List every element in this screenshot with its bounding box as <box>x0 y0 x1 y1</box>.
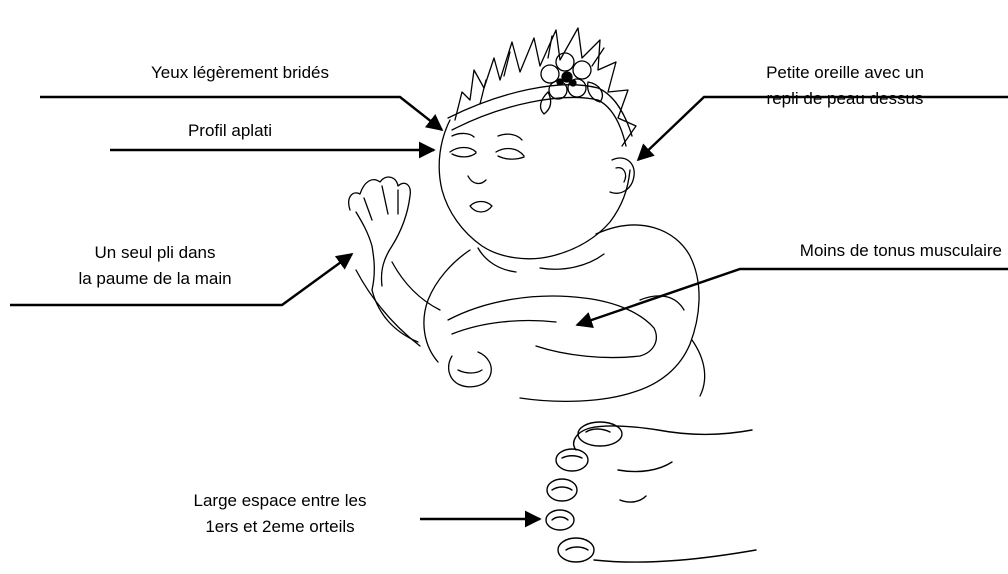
baby-ear <box>610 158 634 193</box>
label-palm: Un seul pli dans la paume de la main <box>40 240 270 292</box>
baby-face <box>439 120 630 259</box>
foot-figure <box>546 422 756 562</box>
label-toes-line1: Large espace entre les <box>160 488 400 514</box>
label-ear: Petite oreille avec un repli de peau des… <box>720 60 970 112</box>
baby-figure <box>349 28 705 401</box>
label-profile: Profil aplati <box>140 118 320 144</box>
baby-eye-right <box>496 149 524 156</box>
callouts <box>10 97 1008 519</box>
flower-bow <box>541 53 603 114</box>
baby-arm <box>448 296 656 357</box>
big-toe <box>578 422 622 446</box>
baby-headband <box>448 85 632 136</box>
label-toes: Large espace entre les 1ers et 2eme orte… <box>160 488 400 540</box>
baby-eye-left <box>450 148 476 153</box>
label-ear-line1: Petite oreille avec un <box>720 60 970 86</box>
baby-lower-hand <box>449 352 492 387</box>
label-palm-line1: Un seul pli dans <box>40 240 270 266</box>
label-toes-line2: 1ers et 2eme orteils <box>160 514 400 540</box>
label-tone-text: Moins de tonus musculaire <box>730 238 1002 264</box>
label-profile-text: Profil aplati <box>140 118 320 144</box>
label-ear-line2: repli de peau dessus <box>720 86 970 112</box>
label-palm-line2: la paume de la main <box>40 266 270 292</box>
baby-mouth <box>470 202 492 213</box>
toe-4 <box>546 510 574 530</box>
baby-nose <box>468 176 486 183</box>
toe-2 <box>556 449 588 471</box>
baby-raised-hand <box>349 177 411 286</box>
label-eyes: Yeux légèrement bridés <box>95 60 385 86</box>
label-eyes-text: Yeux légèrement bridés <box>95 60 385 86</box>
label-tone: Moins de tonus musculaire <box>730 238 1002 264</box>
